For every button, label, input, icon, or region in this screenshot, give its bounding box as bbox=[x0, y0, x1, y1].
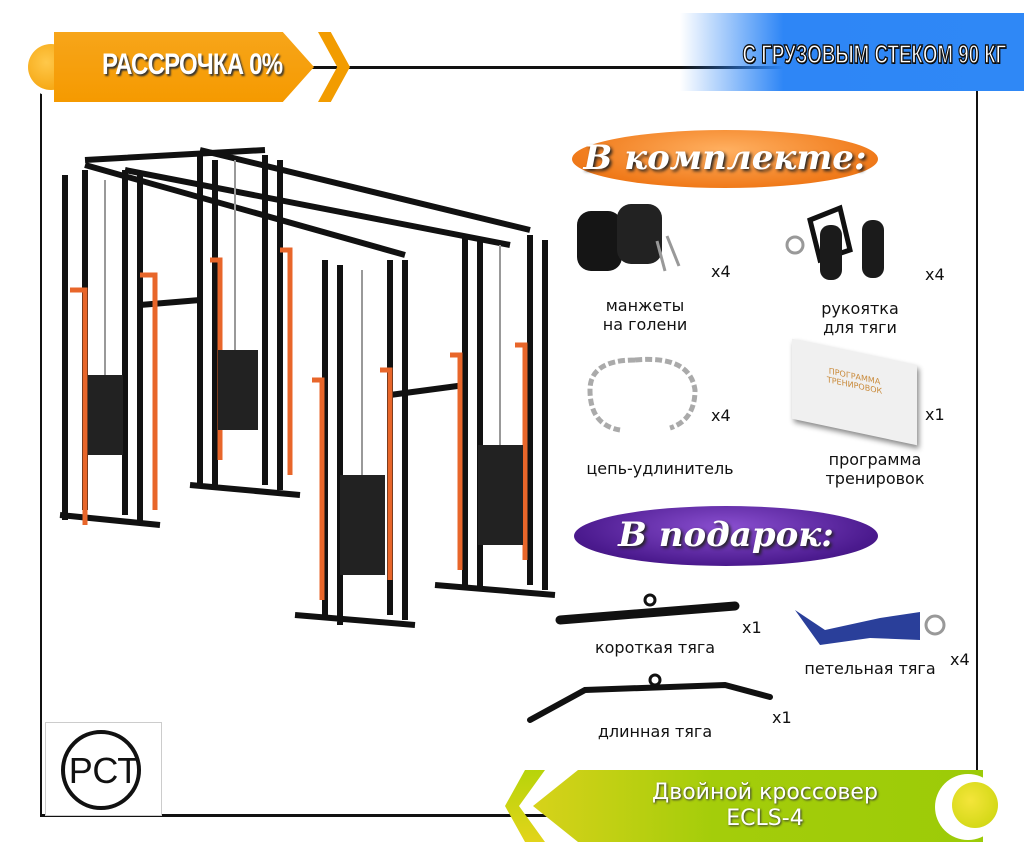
installment-text: РАССРОЧКА 0% bbox=[102, 48, 283, 81]
bottom-divider bbox=[40, 814, 980, 817]
ankle-cuffs-icon bbox=[577, 204, 681, 272]
chevron-icon bbox=[318, 32, 350, 102]
short-bar-icon bbox=[555, 593, 740, 625]
weight-stack-banner: С ГРУЗОВЫМ СТЕКОМ 90 КГ bbox=[680, 13, 1024, 91]
handle-icon bbox=[785, 204, 884, 280]
loop-strap-label: петельная тяга bbox=[804, 659, 936, 678]
loop-strap-qty: x4 bbox=[950, 650, 970, 669]
long-bar-label: длинная тяга bbox=[597, 722, 713, 741]
installment-badge: РАССРОЧКА 0% bbox=[24, 30, 354, 104]
product-name: Двойной кроссовер bbox=[652, 780, 878, 805]
long-bar-icon bbox=[527, 673, 773, 723]
included-heading: В комплекте: bbox=[572, 130, 878, 188]
gift-heading: В подарок: bbox=[574, 506, 878, 566]
rst-certification-logo: РСТ bbox=[45, 722, 162, 816]
product-model: ECLS-4 bbox=[726, 806, 804, 831]
chain-qty: x4 bbox=[711, 406, 731, 425]
weight-stack-text: С ГРУЗОВЫМ СТЕКОМ 90 КГ bbox=[742, 38, 1007, 70]
short-bar-qty: x1 bbox=[742, 618, 762, 637]
long-bar-qty: x1 bbox=[772, 708, 792, 727]
green-dot-icon bbox=[952, 782, 998, 828]
top-divider bbox=[40, 66, 980, 69]
chain-icon bbox=[587, 356, 698, 433]
chain-label: цепь-удлинитель bbox=[586, 459, 734, 478]
border-frame bbox=[40, 67, 978, 815]
product-name-banner: Двойной кроссовер ECLS-4 bbox=[505, 770, 1024, 842]
book-qty: x1 bbox=[925, 405, 945, 424]
loop-strap-icon bbox=[795, 610, 946, 645]
handle-qty: x4 bbox=[925, 265, 945, 284]
certification-mark: РСТ bbox=[69, 750, 139, 791]
crossover-machine-image bbox=[59, 147, 556, 628]
cuffs-qty: x4 bbox=[711, 262, 731, 281]
short-bar-label: короткая тяга bbox=[594, 638, 716, 657]
